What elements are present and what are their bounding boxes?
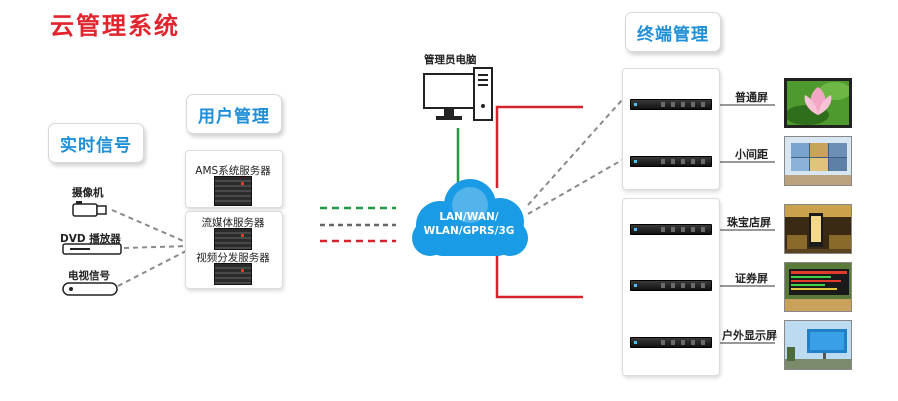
streaming-server-label: 流媒体服务器 — [201, 217, 265, 229]
lotus-screen-image — [784, 78, 852, 128]
streaming-server-icon — [214, 228, 252, 250]
terminal-encoder-3 — [630, 224, 712, 235]
terminal-encoder-1 — [630, 99, 712, 110]
camera-label: 摄像机 — [72, 187, 104, 199]
page-title: 云管理系统 — [50, 12, 180, 40]
tv-link — [117, 249, 189, 287]
camera-icon — [72, 201, 107, 217]
terminal-label-fine-pitch: 小间距 — [735, 148, 768, 161]
video-wall-image — [784, 136, 852, 186]
outdoor-billboard-image — [784, 320, 852, 370]
terminal-encoder-2 — [630, 156, 712, 167]
terminal-management-heading: 终端管理 — [625, 12, 721, 52]
gray-link-2 — [527, 159, 623, 215]
admin-pc-label: 管理员电脑 — [424, 54, 477, 66]
terminal-encoder-5 — [630, 337, 712, 348]
terminal-panel-top — [622, 68, 720, 190]
ams-server-label: AMS系统服务器 — [195, 165, 271, 177]
dvd-player-icon — [62, 243, 122, 255]
ams-server-icon — [214, 176, 252, 206]
terminal-label-outdoor: 户外显示屏 — [722, 329, 777, 342]
jewelry-store-image — [784, 204, 852, 254]
realtime-signal-heading: 实时信号 — [48, 123, 144, 163]
distribution-server-label: 视频分发服务器 — [196, 252, 270, 264]
network-cloud-icon — [412, 179, 528, 256]
network-line-2: WLAN/GPRS/3G — [423, 225, 515, 237]
distribution-server-icon — [214, 263, 252, 285]
network-cloud-label: LAN/WAN/ WLAN/GPRS/3G — [414, 210, 524, 238]
tv-signal-label: 电视信号 — [68, 270, 110, 282]
camera-link — [111, 209, 189, 244]
dvd-player-label: DVD 播放器 — [60, 233, 121, 245]
dvd-link — [123, 245, 189, 249]
terminal-encoder-4 — [630, 280, 712, 291]
terminal-label-stock: 证券屏 — [735, 272, 768, 285]
gray-link-1 — [527, 99, 623, 206]
red-top-link — [495, 105, 583, 188]
terminal-label-jewelry: 珠宝店屏 — [727, 216, 771, 229]
tv-receiver-icon — [62, 282, 118, 296]
stock-board-image — [784, 262, 852, 312]
desktop-computer-icon — [423, 67, 493, 121]
red-bottom-link — [495, 255, 583, 299]
user-management-heading: 用户管理 — [186, 94, 282, 134]
network-line-1: LAN/WAN/ — [439, 211, 499, 223]
terminal-label-standard: 普通屏 — [735, 91, 768, 104]
